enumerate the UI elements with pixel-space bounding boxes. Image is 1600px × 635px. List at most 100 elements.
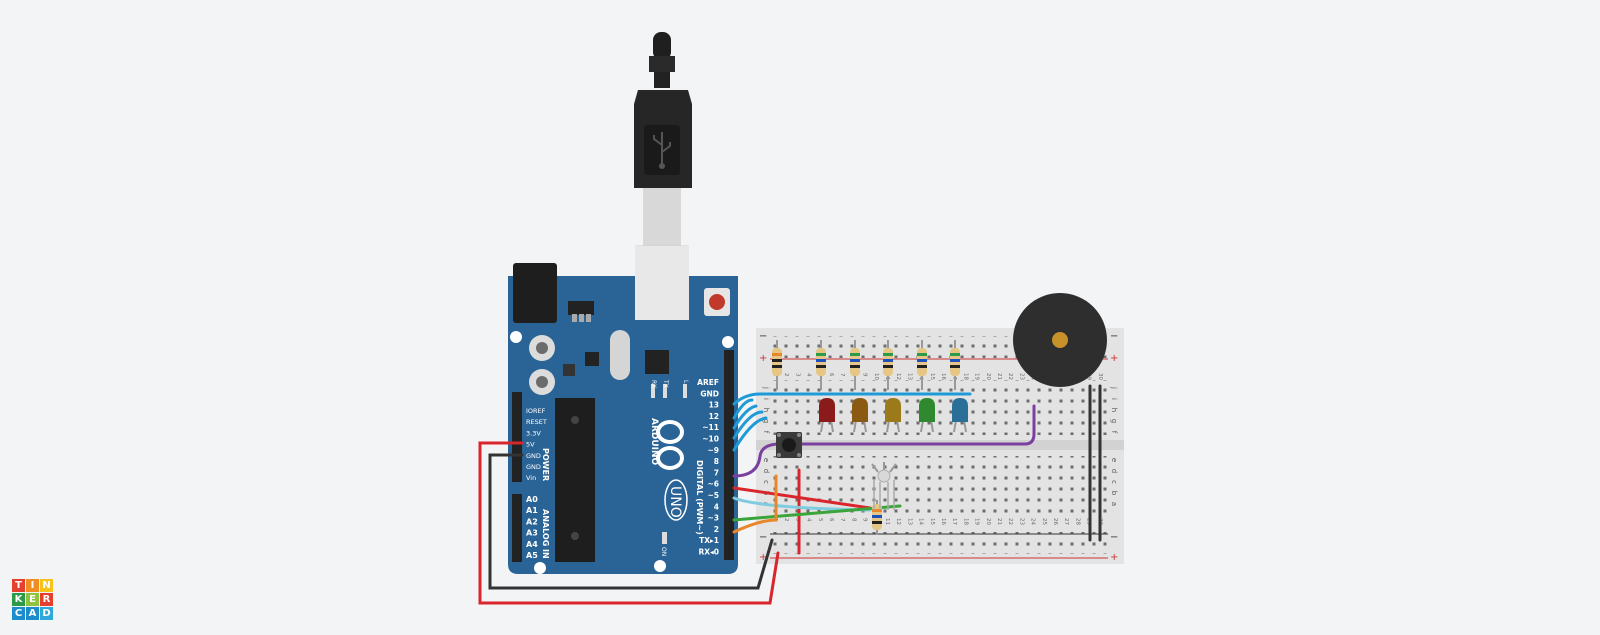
wire-red-6[interactable] — [732, 486, 872, 510]
column-number: 3 — [794, 373, 800, 377]
column-number: 19 — [974, 518, 980, 525]
column-number: 14 — [918, 518, 924, 525]
led[interactable] — [885, 398, 901, 433]
rail-minus-bottom-right: − — [1110, 532, 1118, 543]
column-number: 4 — [806, 518, 812, 522]
rail-minus-top-right: − — [1110, 331, 1118, 342]
power-pin-label: Vin — [526, 474, 536, 482]
led[interactable] — [852, 398, 868, 433]
wire-orange-2[interactable] — [732, 474, 778, 534]
resistor[interactable] — [950, 340, 960, 390]
column-number: 30 — [1097, 373, 1103, 380]
column-number: 23 — [1018, 373, 1024, 380]
digital-pin-label: GND — [700, 389, 719, 398]
resistor[interactable] — [850, 340, 860, 390]
wire-purple-buzzer[interactable] — [798, 404, 1036, 446]
power-pin-label: GND — [526, 452, 541, 460]
led-l-label: L — [682, 380, 689, 384]
wire-red-5v[interactable] — [478, 441, 780, 605]
digital-pin-label: AREF — [697, 378, 719, 387]
row-letter: e — [762, 458, 770, 462]
power-pin-label: RESET — [526, 418, 547, 426]
wires — [478, 384, 1102, 605]
column-number: 7 — [839, 373, 845, 377]
logo-letter: E — [26, 593, 39, 606]
column-number: 2 — [783, 518, 789, 522]
column-number: 14 — [918, 373, 924, 380]
row-letter: g — [762, 419, 770, 423]
column-number: 12 — [895, 518, 901, 525]
power-title: POWER — [541, 448, 550, 481]
wire-black-gnd[interactable] — [488, 453, 774, 590]
analog-title: ANALOG IN — [541, 509, 550, 559]
digital-pin-label: RX◂0 — [698, 548, 719, 557]
wire-blue-11[interactable] — [732, 404, 758, 430]
column-number: 20 — [985, 373, 991, 380]
wire-purple-7[interactable] — [732, 442, 782, 478]
power-pin-label: GND — [526, 463, 541, 471]
push-button[interactable] — [776, 432, 802, 458]
led[interactable] — [952, 398, 968, 433]
column-number: 25 — [1041, 518, 1047, 525]
resistor[interactable] — [816, 340, 826, 390]
row-letter: f — [1110, 431, 1118, 434]
digital-pin-label: ~11 — [702, 423, 719, 432]
resistor[interactable] — [917, 340, 927, 390]
analog-pin-label: A0 — [526, 495, 538, 504]
column-number: 8 — [850, 518, 856, 522]
logo-letter: A — [26, 607, 39, 620]
digital-pin-label: ~3 — [707, 514, 719, 523]
usb-port — [635, 246, 689, 320]
analog-header — [512, 494, 522, 562]
digital-pin-label: 13 — [709, 401, 719, 410]
row-letter: j — [1110, 386, 1118, 389]
digital-pin-label: ~9 — [707, 446, 719, 455]
row-letter: c — [762, 480, 770, 484]
wire-blue-10[interactable] — [732, 410, 764, 440]
rgb-led[interactable] — [871, 462, 897, 510]
led[interactable] — [819, 398, 835, 433]
arduino-uno-board[interactable]: ARDUINO UNO ON L TX RX POWER ANALOG IN D… — [508, 246, 738, 574]
analog-pin-label: A2 — [526, 517, 538, 526]
column-number: 19 — [974, 373, 980, 380]
led-rx-label: RX — [650, 380, 657, 388]
piezo-buzzer[interactable] — [1013, 293, 1107, 387]
column-number: 2 — [783, 373, 789, 377]
digital-pin-label: ~10 — [702, 435, 719, 444]
logo-letter: D — [40, 607, 53, 620]
column-number: 21 — [996, 518, 1002, 525]
column-number: 6 — [828, 518, 834, 522]
column-number: 15 — [929, 373, 935, 380]
power-pin-label: 5V — [526, 441, 535, 449]
rail-plus-top-left: + — [759, 353, 767, 364]
column-number: 3 — [794, 518, 800, 522]
rail-plus-bottom-right: + — [1110, 552, 1118, 563]
leds — [819, 398, 968, 433]
on-led-label: ON — [660, 547, 667, 556]
column-number: 4 — [806, 373, 812, 377]
column-number: 13 — [906, 518, 912, 525]
led[interactable] — [919, 398, 935, 433]
digital-pin-label: 7 — [714, 468, 719, 477]
resistor[interactable] — [883, 340, 893, 390]
row-letter: f — [762, 431, 770, 434]
row-letter: a — [1110, 502, 1118, 506]
resistor[interactable] — [772, 340, 782, 390]
logo-letter: R — [40, 593, 53, 606]
column-number: 28 — [1074, 518, 1080, 525]
digital-pin-label: 4 — [714, 502, 719, 511]
column-number: 5 — [817, 518, 823, 522]
wire-blue-9[interactable] — [732, 416, 768, 452]
column-number: 11 — [884, 518, 890, 525]
row-letter: c — [1110, 480, 1118, 484]
column-number: 15 — [929, 518, 935, 525]
row-letter: j — [762, 386, 770, 389]
wire-blue-13[interactable] — [732, 392, 972, 406]
column-number: 17 — [951, 518, 957, 525]
wire-blue-12[interactable] — [732, 398, 754, 420]
resistor[interactable] — [872, 500, 882, 535]
column-number: 16 — [940, 518, 946, 525]
column-number: 10 — [873, 373, 879, 380]
